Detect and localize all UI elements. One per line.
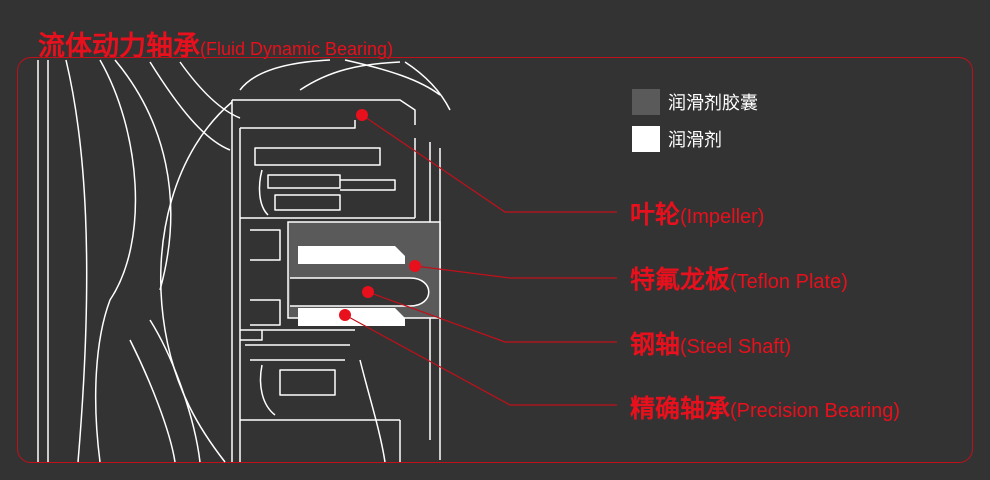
dot-shaft bbox=[362, 286, 374, 298]
callout-bearing: 精确轴承(Precision Bearing) bbox=[630, 389, 900, 425]
legend-item-lubricant: 润滑剂 bbox=[632, 125, 722, 153]
legend-label-capsule: 润滑剂胶囊 bbox=[668, 93, 758, 114]
upper-block-2 bbox=[274, 194, 341, 211]
callout-shaft-en: (Steel Shaft) bbox=[680, 336, 792, 358]
dot-impeller bbox=[356, 109, 368, 121]
upper-housing bbox=[254, 147, 381, 166]
blade-line-5 bbox=[179, 61, 241, 119]
callout-teflon-zh: 特氟龙板 bbox=[630, 265, 731, 294]
legend-item-capsule: 润滑剂胶囊 bbox=[632, 88, 758, 116]
lower-arc bbox=[359, 359, 386, 463]
blade-line-6 bbox=[129, 339, 176, 463]
leader-shaft bbox=[367, 291, 617, 343]
blade-line-1 bbox=[65, 59, 88, 463]
upper-housing-curve bbox=[258, 169, 269, 216]
hub-top-curve bbox=[239, 59, 331, 91]
callout-impeller: 叶轮(Impeller) bbox=[630, 195, 764, 231]
leader-lines bbox=[344, 114, 617, 406]
lubricant-lower bbox=[298, 308, 405, 326]
leader-teflon bbox=[414, 265, 617, 279]
legend-swatch-lubricant bbox=[632, 126, 660, 152]
lower-step bbox=[240, 330, 263, 341]
title-zh: 流体动力轴承 bbox=[38, 31, 200, 62]
callout-dots bbox=[339, 109, 421, 321]
diagram-frame bbox=[17, 57, 973, 463]
callout-impeller-en: (Impeller) bbox=[680, 206, 765, 228]
callout-impeller-zh: 叶轮 bbox=[630, 200, 681, 229]
blade-line-2 bbox=[94, 59, 137, 463]
diagram-title: 流体动力轴承(Fluid Dynamic Bearing) bbox=[38, 24, 393, 63]
mid-step-left bbox=[250, 229, 281, 261]
blade-line-3 bbox=[114, 59, 172, 291]
blade-line-7 bbox=[149, 319, 201, 463]
hub-top-step bbox=[355, 99, 416, 125]
callout-shaft-zh: 钢轴 bbox=[630, 330, 681, 359]
blade-line-4 bbox=[149, 61, 231, 151]
mid-step-left-2 bbox=[250, 299, 281, 326]
callout-bearing-zh: 精确轴承 bbox=[630, 394, 731, 423]
hub-top-curve-2 bbox=[299, 61, 401, 91]
hub-inner-bar bbox=[240, 120, 356, 129]
upper-block-1 bbox=[267, 174, 341, 189]
leader-bearing bbox=[344, 314, 617, 406]
callout-teflon: 特氟龙板(Teflon Plate) bbox=[630, 260, 848, 296]
lower-housing-curve bbox=[259, 364, 276, 416]
hub-curve bbox=[160, 101, 233, 463]
callout-teflon-en: (Teflon Plate) bbox=[730, 271, 848, 293]
blade-arc-top bbox=[344, 59, 441, 96]
dot-teflon bbox=[409, 260, 421, 272]
leader-impeller bbox=[361, 114, 617, 213]
title-en: (Fluid Dynamic Bearing) bbox=[200, 39, 394, 59]
callout-shaft: 钢轴(Steel Shaft) bbox=[630, 325, 791, 361]
legend-label-lubricant: 润滑剂 bbox=[668, 130, 722, 151]
legend-swatch-capsule bbox=[632, 89, 660, 115]
dot-bearing bbox=[339, 309, 351, 321]
lower-block bbox=[279, 369, 336, 396]
callout-bearing-en: (Precision Bearing) bbox=[730, 400, 901, 422]
lubricant-upper bbox=[298, 246, 405, 264]
shaft-channel bbox=[290, 277, 430, 307]
fan-outline bbox=[37, 59, 451, 463]
blade-arc-top-2 bbox=[404, 61, 451, 111]
upper-pin bbox=[340, 179, 396, 191]
